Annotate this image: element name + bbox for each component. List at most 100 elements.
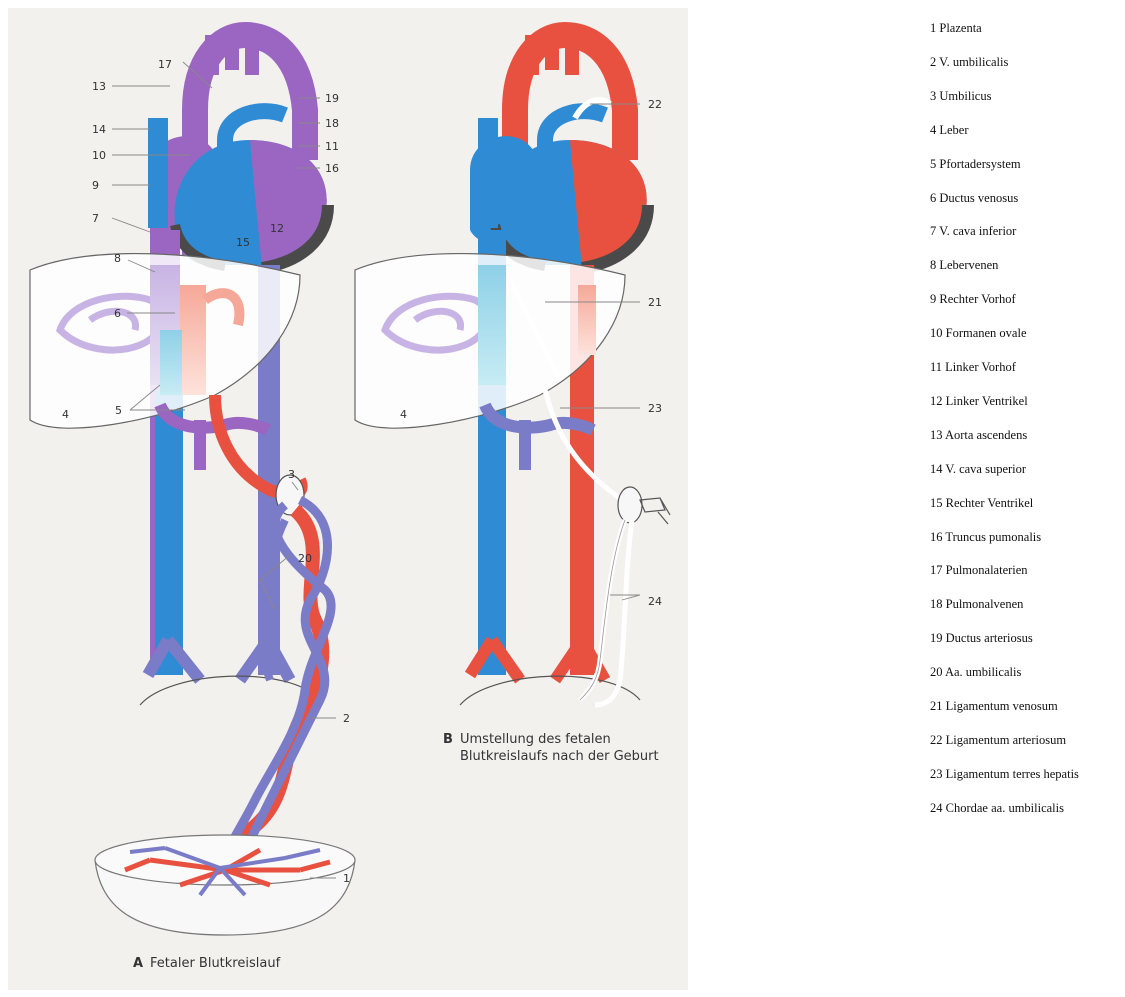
legend-item-number: 1 [930,21,939,35]
legend-item-number: 6 [930,191,939,205]
umbilicus-b [618,487,642,523]
legend-item-number: 17 [930,563,946,577]
legend-item-number: 15 [930,496,946,510]
legend-item-number: 22 [930,733,946,747]
legend-item-number: 2 [930,55,939,69]
label-a-18: 18 [325,117,339,130]
label-a-5: 5 [115,404,122,417]
label-a-14: 14 [92,123,106,136]
ductus-venosus-a [180,285,206,395]
aortic-branch-b2 [545,30,559,70]
legend-item-label: Rechter Vorhof [939,292,1015,306]
legend-item-number: 5 [930,157,939,171]
label-b-4: 4 [400,408,407,421]
legend-item-number: 3 [930,89,939,103]
legend-item: 13Aorta ascendens [930,427,1120,443]
label-a-16: 16 [325,162,339,175]
label-a-6: 6 [114,307,121,320]
label-a-11: 11 [325,140,339,153]
legend-item: 8Lebervenen [930,257,1120,273]
legend-item-label: Pfortadersystem [939,157,1020,171]
legend-item: 21Ligamentum venosum [930,698,1120,714]
legend-item-label: Pulmonalvenen [946,597,1024,611]
legend-item-label: Linker Ventrikel [946,394,1028,408]
label-a-7: 7 [92,212,99,225]
legend-item-number: 8 [930,258,939,272]
hepatic-vein-fade-b [478,265,506,385]
legend-item-number: 11 [930,360,945,374]
aortic-branch-a1 [205,35,219,75]
superior-vena-cava-b [478,118,498,228]
label-a-1: 1 [343,872,350,885]
label-a-17: 17 [158,58,172,71]
label-a-20: 20 [298,552,312,565]
legend-item-label: Ductus arteriosus [946,631,1033,645]
aortic-branch-a2 [225,30,239,70]
legend-item-label: Ductus venosus [939,191,1018,205]
legend-item-number: 21 [930,699,946,713]
caption-b-line1: Umstellung des fetalen [460,732,611,747]
label-a-10: 10 [92,149,106,162]
legend-item-number: 16 [930,530,945,544]
caption-a-letter: A [133,956,143,971]
legend-item-label: Pulmonalaterien [946,563,1028,577]
legend-item-label: Ligamentum terres hepatis [946,767,1079,781]
legend-item-number: 13 [930,428,945,442]
label-a-9: 9 [92,179,99,192]
legend-item-label: Plazenta [939,21,981,35]
caption-a-text: Fetaler Blutkreislauf [150,956,281,971]
aorta-fade-b [578,285,596,355]
label-a-13: 13 [92,80,106,93]
label-a-12: 12 [270,222,284,235]
label-b-22: 22 [648,98,662,111]
legend-item-label: Linker Vorhof [945,360,1016,374]
aortic-branch-a3 [245,35,259,75]
caption-b-line2: Blutkreislaufs nach der Geburt [460,749,659,764]
legend-item-number: 7 [930,224,939,238]
portal-fade-a [160,330,182,395]
legend-item: 18Pulmonalvenen [930,596,1120,612]
legend-item-number: 19 [930,631,946,645]
legend-item-number: 12 [930,394,946,408]
label-b-24: 24 [648,595,662,608]
label-a-4: 4 [62,408,69,421]
legend-item-label: Aorta ascendens [945,428,1027,442]
legend-item-number: 9 [930,292,939,306]
legend-item-number: 14 [930,462,945,476]
legend-item-label: V. cava superior [945,462,1026,476]
label-b-21: 21 [648,296,662,309]
legend-item: 14V. cava superior [930,461,1120,477]
superior-vena-cava-a [148,118,168,228]
legend-item: 17Pulmonalaterien [930,562,1120,578]
aortic-branch-b1 [525,35,539,75]
legend-item-label: Ligamentum venosum [946,699,1058,713]
legend-item: 2V. umbilicalis [930,54,1120,70]
caption-b-letter: B [443,732,453,747]
legend-item-label: Aa. umbilicalis [945,665,1021,679]
legend-item: 23Ligamentum terres hepatis [930,766,1120,782]
legend-item-label: Leber [939,123,968,137]
label-a-3: 3 [288,468,295,481]
legend-item-label: Formanen ovale [946,326,1027,340]
legend-item-number: 24 [930,801,946,815]
label-a-2: 2 [343,712,350,725]
label-b-23: 23 [648,402,662,415]
legend-item-label: Ligamentum arteriosum [946,733,1066,747]
legend-item-number: 18 [930,597,946,611]
legend-item-number: 20 [930,665,945,679]
placenta-rim-a [95,835,355,885]
